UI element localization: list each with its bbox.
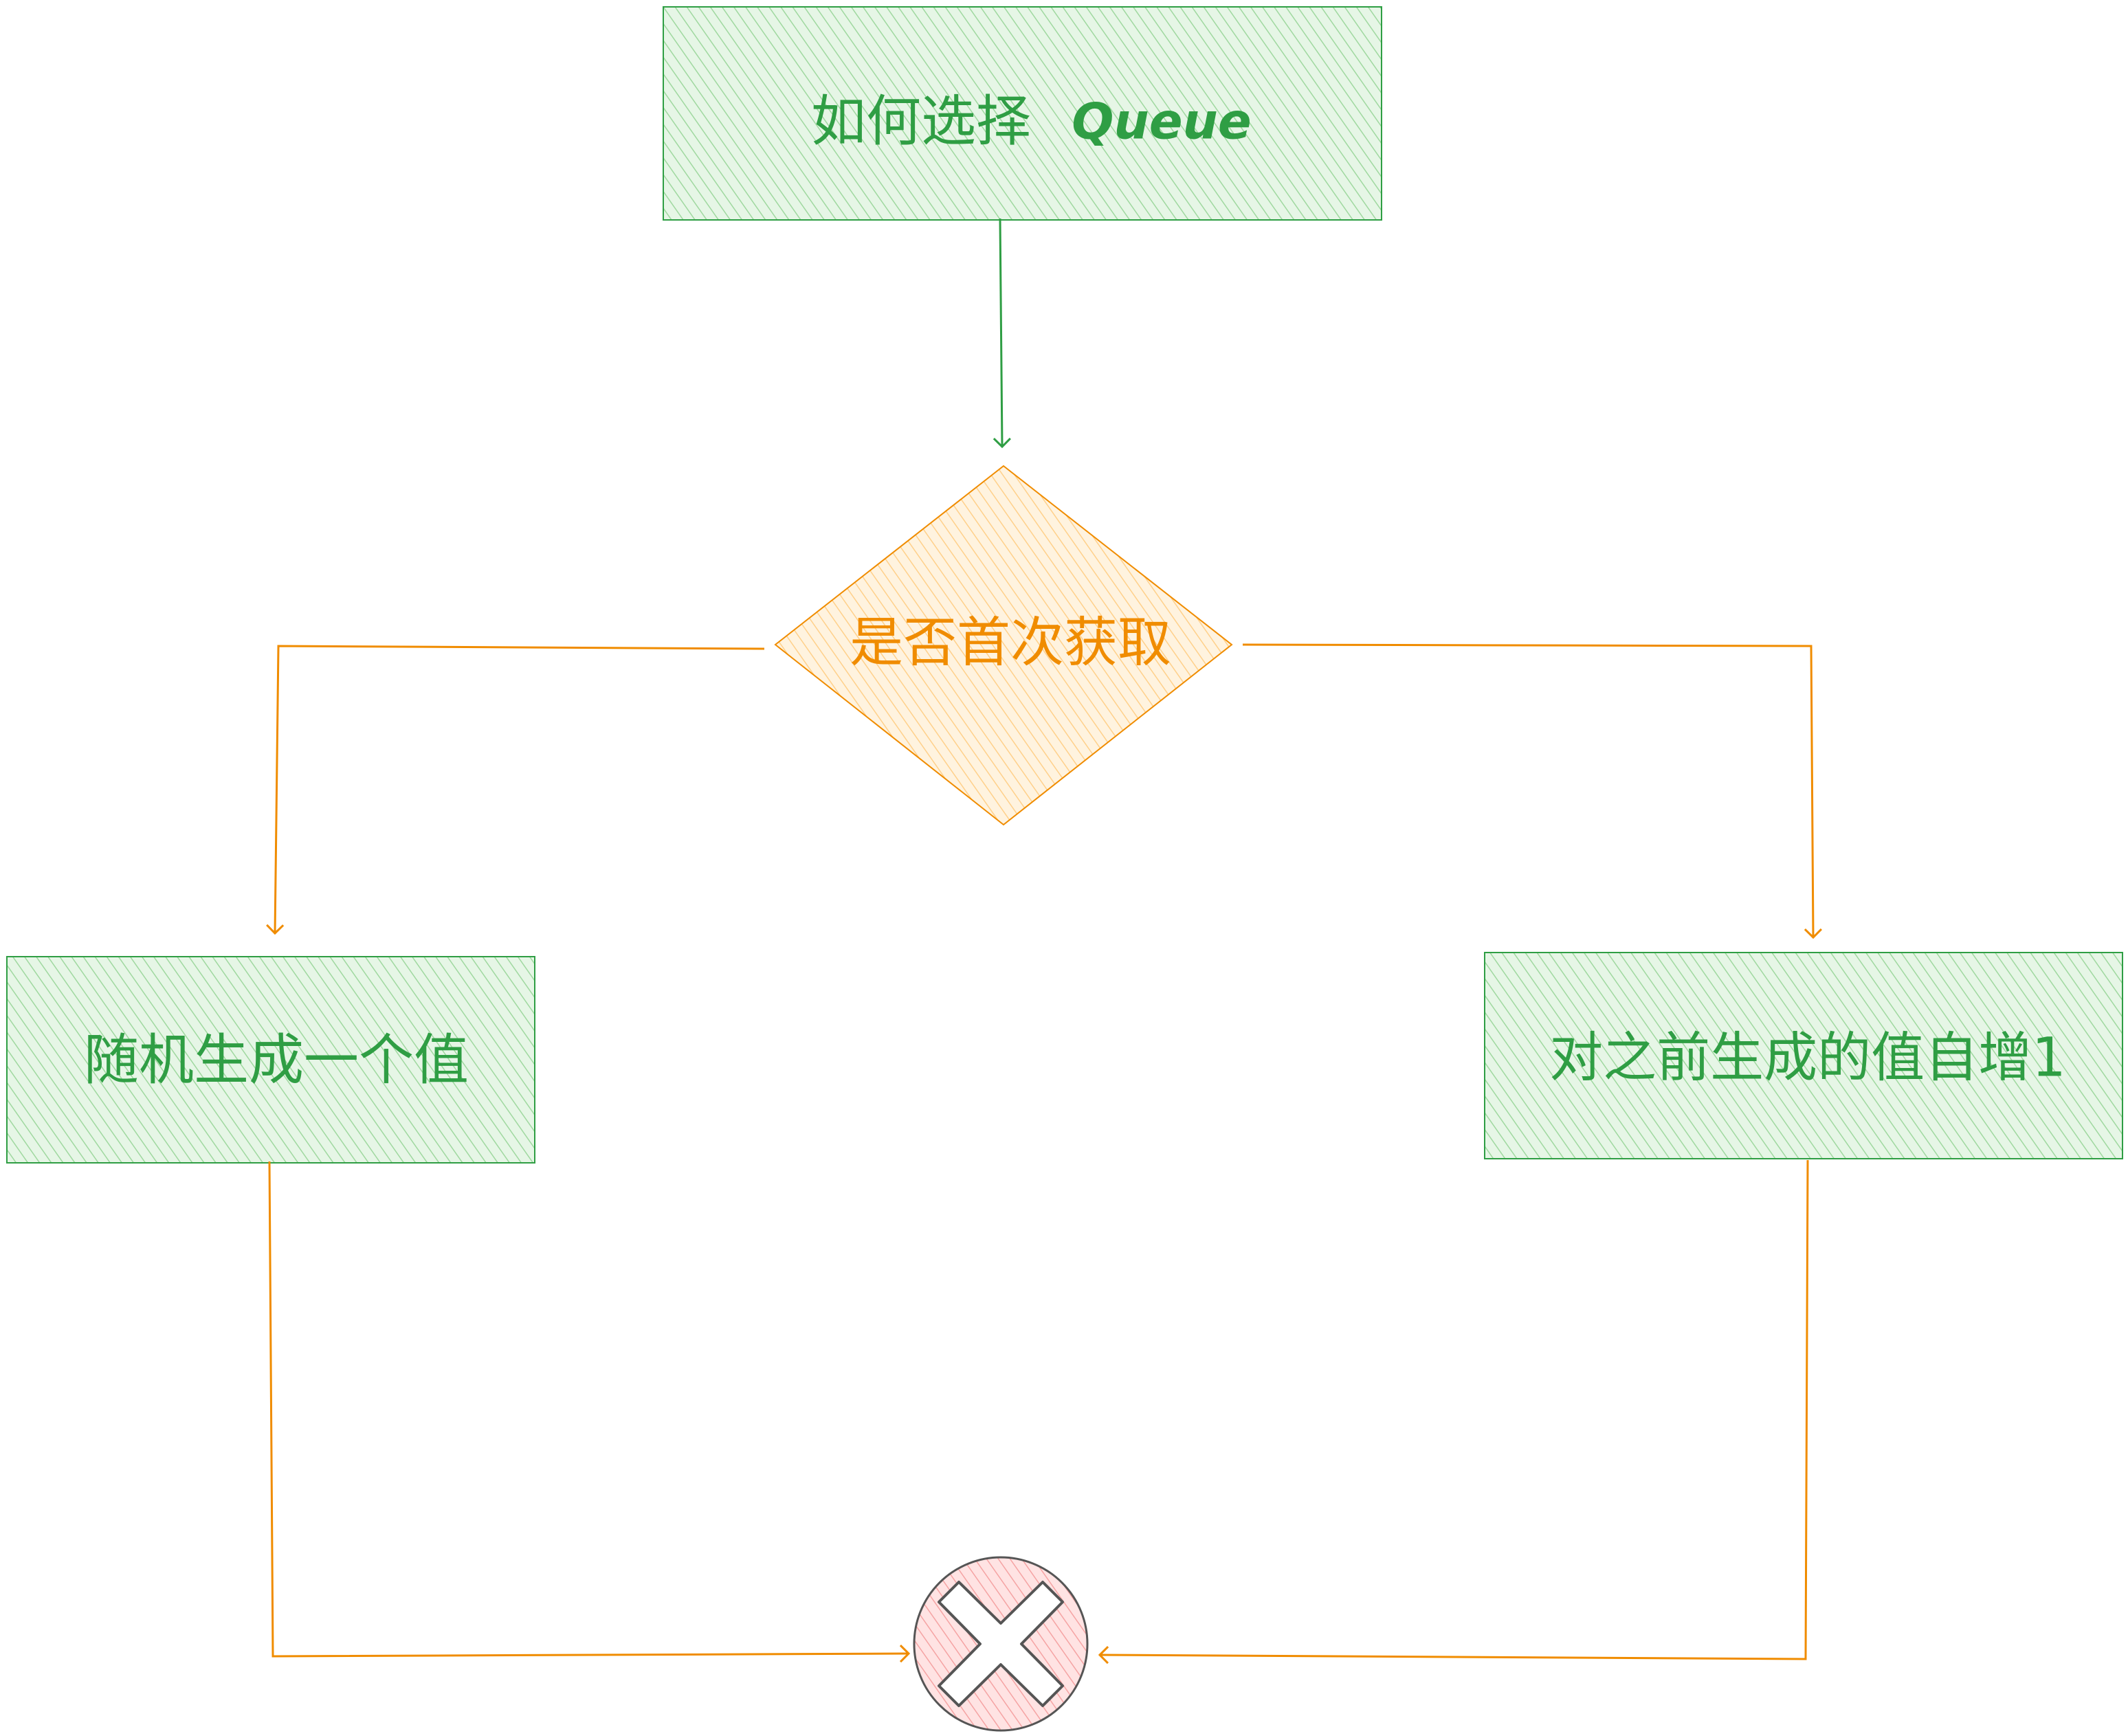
- arrow-right-to-end: [1098, 1159, 1809, 1665]
- right-node-box: [1484, 952, 2123, 1159]
- left-node-box: [6, 956, 535, 1164]
- arrow-left-to-end: [268, 1161, 911, 1663]
- end-node: [913, 1556, 1089, 1732]
- decision-node-shape: [774, 465, 1233, 826]
- start-node-label: 如何选择: [811, 89, 1031, 153]
- arrow-start-to-decision: [993, 218, 1011, 449]
- arrow-decision-to-left: [266, 645, 765, 935]
- start-node-label-latin: Queue: [1072, 93, 1251, 151]
- decision-node: 是否首次获取: [774, 465, 1233, 826]
- right-node-label: 对之前生成的值自增1: [1549, 1027, 2066, 1089]
- decision-node-label: 是否首次获取: [850, 612, 1171, 674]
- arrow-decision-to-right: [1242, 643, 1822, 939]
- right-node: 对之前生成的值自增1: [1484, 952, 2123, 1159]
- x-close-icon: [938, 1581, 1064, 1707]
- start-node-box: [663, 6, 1382, 221]
- left-node: 随机生成一个值: [6, 956, 535, 1164]
- left-node-label: 随机生成一个值: [84, 1028, 469, 1092]
- start-node: 如何选择 Queue: [663, 6, 1382, 221]
